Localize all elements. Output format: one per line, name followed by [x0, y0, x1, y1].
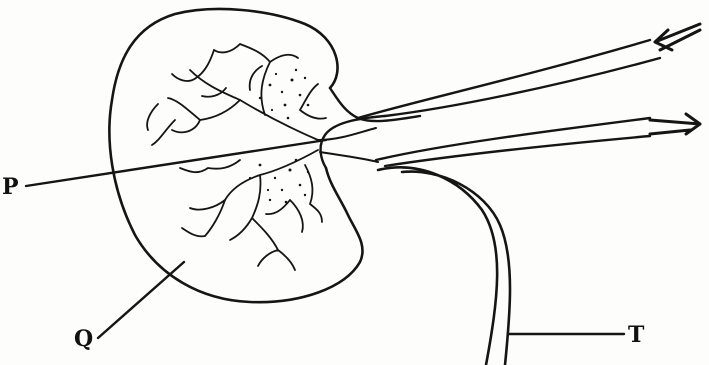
renal-artery — [358, 40, 660, 118]
ureter — [378, 167, 510, 365]
kidney-outline — [109, 9, 362, 302]
renal-vein — [376, 118, 650, 166]
renal-pelvis — [321, 88, 420, 168]
medulla-stipple — [249, 69, 309, 204]
vessel-branches — [147, 44, 326, 270]
leader-line-q — [98, 262, 184, 338]
label-p: P — [2, 174, 19, 200]
label-t: T — [628, 322, 645, 348]
vein-arrow — [650, 114, 700, 134]
leader-line-p — [26, 140, 326, 186]
artery-arrow — [655, 24, 700, 50]
label-q: Q — [74, 326, 93, 352]
